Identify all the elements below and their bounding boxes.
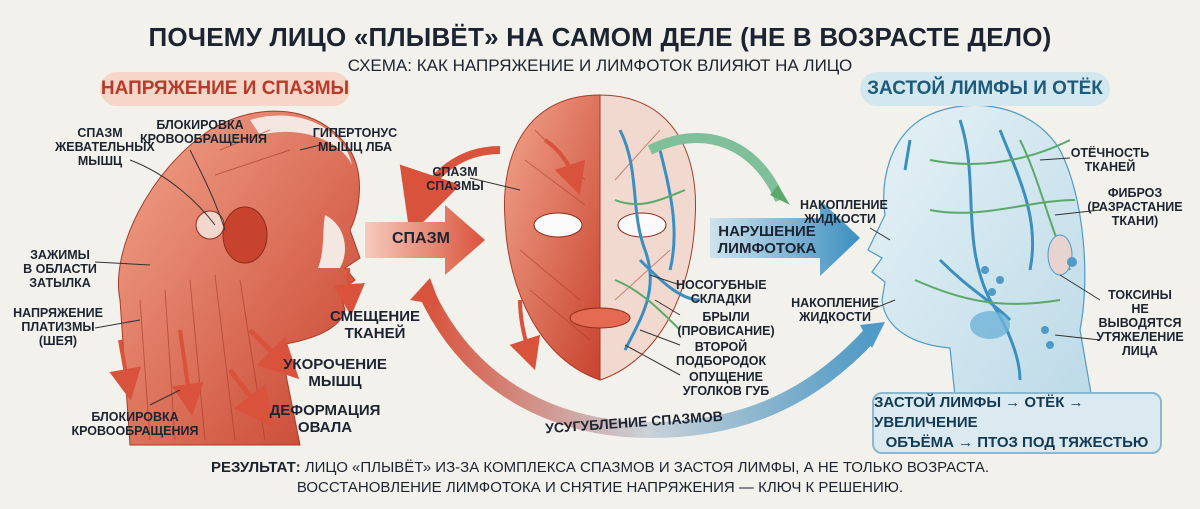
label-line: МЫШЦ — [77, 154, 123, 168]
label-edema: ОТЁЧНОСТЬ ТКАНЕЙ — [1065, 146, 1155, 174]
label-line: НАПРЯЖЕНИЕ — [13, 306, 103, 320]
label-line: (РАЗРАСТАНИЕ — [1087, 200, 1183, 214]
lymph-disruption-arrow — [710, 200, 860, 276]
label-line: МЫШЦ ЛБА — [317, 140, 393, 154]
label-heaviness: УТЯЖЕЛЕНИЕ ЛИЦА — [1090, 330, 1190, 358]
label-line: (ШЕЯ) — [38, 334, 78, 348]
result-line-2: ВОССТАНОВЛЕНИЕ ЛИМФОТОКА И СНЯТИЕ НАПРЯЖ… — [296, 479, 904, 496]
label-line: ПЛАТИЗМЫ — [21, 320, 95, 334]
spasm-worsening-arc — [417, 286, 876, 439]
right-head-illustration — [867, 104, 1101, 446]
chain-line: ОБЪЁМА → ПТОЗ ПОД ТЯЖЕСТЬЮ — [885, 434, 1149, 451]
center-leader-lines — [469, 177, 681, 376]
lymph-arrow-label: НАРУШЕНИЕ ЛИМФОТОКА — [712, 223, 822, 257]
label-line: БЛОКИРОВКА — [91, 410, 179, 424]
center-face-illustration — [503, 94, 701, 381]
label-line: СПАЗМ — [432, 165, 478, 179]
label-line: ДЕФОРМАЦИЯ — [269, 402, 381, 419]
spasm-arrow-label: СПАЗМ — [392, 230, 450, 247]
label-fluid-bottom: НАКОПЛЕНИЕ ЖИДКОСТИ — [790, 296, 880, 324]
label-line: МЫШЦ — [308, 373, 362, 390]
label-platysma-tension: НАПРЯЖЕНИЕ ПЛАТИЗМЫ (ШЕЯ) — [12, 306, 104, 348]
label-line: ЖЕВАТЕЛЬНЫХ — [55, 140, 155, 154]
label-toxins: ТОКСИНЫ НЕ ВЫВОДЯТСЯ — [1090, 288, 1190, 330]
label-line: ЗАТЫЛКА — [29, 276, 91, 290]
label-jowls: БРЫЛИ (ПРОВИСАНИЕ) — [676, 310, 776, 338]
label-line: ОПУЩЕНИЕ — [689, 370, 763, 384]
label-line: ЗАЖИМЫ — [30, 248, 90, 262]
label-line: БЛОКИРОВКА — [156, 118, 244, 132]
label-line: В ОБЛАСТИ — [23, 262, 97, 276]
label-masseter-spasm: СПАЗМ ЖЕВАТЕЛЬНЫХ МЫШЦ — [55, 126, 155, 168]
label-line: БРЫЛИ — [702, 310, 750, 324]
label-line: ЖИДКОСТИ — [804, 212, 876, 226]
label-spasms: СПАЗМ СПАЗМЫ — [425, 165, 485, 193]
right-panel-heading: ЗАСТОЙ ЛИМФЫ И ОТЁК — [860, 72, 1110, 106]
spasm-curve-arrow — [399, 146, 501, 236]
label-line: УКОРОЧЕНИЕ — [283, 356, 387, 373]
label-line: НЕ ВЫВОДЯТСЯ — [1098, 302, 1182, 330]
label-line: (ПРОВИСАНИЕ) — [677, 324, 775, 338]
label-line: ОВАЛА — [297, 419, 353, 436]
label-line: НАКОПЛЕНИЕ — [791, 296, 879, 310]
label-line: КРОВООБРАЩЕНИЯ — [140, 132, 268, 146]
result-line-1-text: ЛИЦО «ПЛЫВЁТ» ИЗ-ЗА КОМПЛЕКСА СПАЗМОВ И … — [300, 459, 989, 476]
chain-line: ЗАСТОЙ ЛИМФЫ → ОТЁК → УВЕЛИЧЕНИЕ — [874, 394, 1084, 431]
label-line: СКЛАДКИ — [690, 292, 752, 306]
lymph-curve-arrow — [647, 133, 785, 202]
result-prefix: РЕЗУЛЬТАТ: — [210, 459, 301, 476]
label-line: ПОДБОРОДОК — [676, 354, 767, 368]
label-line: УГОЛКОВ ГУБ — [682, 384, 770, 398]
label-lip-corners: ОПУЩЕНИЕ УГОЛКОВ ГУБ — [676, 370, 776, 398]
label-line: ГИПЕРТОНУС — [312, 126, 398, 140]
right-leader-lines — [869, 157, 1101, 341]
label-line: СМЕЩЕНИЕ — [330, 308, 421, 325]
label-line: НОСОГУБНЫЕ — [676, 278, 767, 292]
label-fluid-top: НАКОПЛЕНИЕ ЖИДКОСТИ — [800, 198, 888, 226]
page-title: ПОЧЕМУ ЛИЦО «ПЛЫВЁТ» НА САМОМ ДЕЛЕ (НЕ В… — [148, 22, 1052, 52]
label-line: ЛИМФОТОКА — [717, 240, 817, 257]
page-subtitle: СХЕМА: КАК НАПРЯЖЕНИЕ И ЛИМФОТОК ВЛИЯЮТ … — [347, 56, 853, 75]
label-line: ТКАНИ) — [1111, 214, 1159, 228]
label-line: СПАЗМ — [77, 126, 123, 140]
label-blood-block-top: БЛОКИРОВКА КРОВООБРАЩЕНИЯ — [140, 118, 268, 146]
label-line: ВТОРОЙ — [694, 340, 748, 354]
label-line: ЛИЦА — [1122, 344, 1158, 358]
label-line: НАРУШЕНИЕ — [718, 223, 816, 240]
label-line: ФИБРОЗ — [1107, 186, 1163, 200]
result-text: РЕЗУЛЬТАТ: ЛИЦО «ПЛЫВЁТ» ИЗ-ЗА КОМПЛЕКСА… — [0, 458, 1200, 498]
label-nasolabial: НОСОГУБНЫЕ СКЛАДКИ — [676, 278, 767, 306]
label-tissue-shift: СМЕЩЕНИЕ ТКАНЕЙ — [330, 308, 420, 342]
label-muscle-shortening: УКОРОЧЕНИЕ МЫШЦ — [280, 356, 390, 390]
label-line: ТОКСИНЫ — [1108, 288, 1172, 302]
result-line-1: РЕЗУЛЬТАТ: ЛИЦО «ПЛЫВЁТ» ИЗ-ЗА КОМПЛЕКСА… — [0, 458, 1200, 478]
label-oval-deformation: ДЕФОРМАЦИЯ ОВАЛА — [265, 402, 385, 436]
label-line: НАКОПЛЕНИЕ — [800, 198, 888, 212]
label-line: ТКАНЕЙ — [1084, 160, 1136, 174]
label-line: ОТЁЧНОСТЬ — [1070, 146, 1150, 160]
label-nape-clamps: ЗАЖИМЫ В ОБЛАСТИ ЗАТЫЛКА — [20, 248, 100, 290]
lymph-chain-box: ЗАСТОЙ ЛИМФЫ → ОТЁК → УВЕЛИЧЕНИЕ ОБЪЁМА … — [872, 392, 1162, 454]
label-fibrosis: ФИБРОЗ (РАЗРАСТАНИЕ ТКАНИ) — [1085, 186, 1185, 228]
left-leader-lines — [94, 144, 321, 406]
label-line: СПАЗМЫ — [426, 179, 484, 193]
label-blood-block-bottom: БЛОКИРОВКА КРОВООБРАЩЕНИЯ — [70, 410, 200, 438]
left-panel-heading: НАПРЯЖЕНИЕ И СПАЗМЫ — [100, 72, 350, 106]
label-line: ЖИДКОСТИ — [799, 310, 871, 324]
label-forehead-hypertonus: ГИПЕРТОНУС МЫШЦ ЛБА — [305, 126, 405, 154]
label-double-chin: ВТОРОЙ ПОДБОРОДОК — [676, 340, 766, 368]
spasm-arrow — [365, 205, 485, 275]
label-line: УТЯЖЕЛЕНИЕ — [1096, 330, 1184, 344]
label-line: ТКАНЕЙ — [344, 325, 406, 342]
left-head-illustration — [109, 110, 365, 446]
label-line: КРОВООБРАЩЕНИЯ — [71, 424, 199, 438]
